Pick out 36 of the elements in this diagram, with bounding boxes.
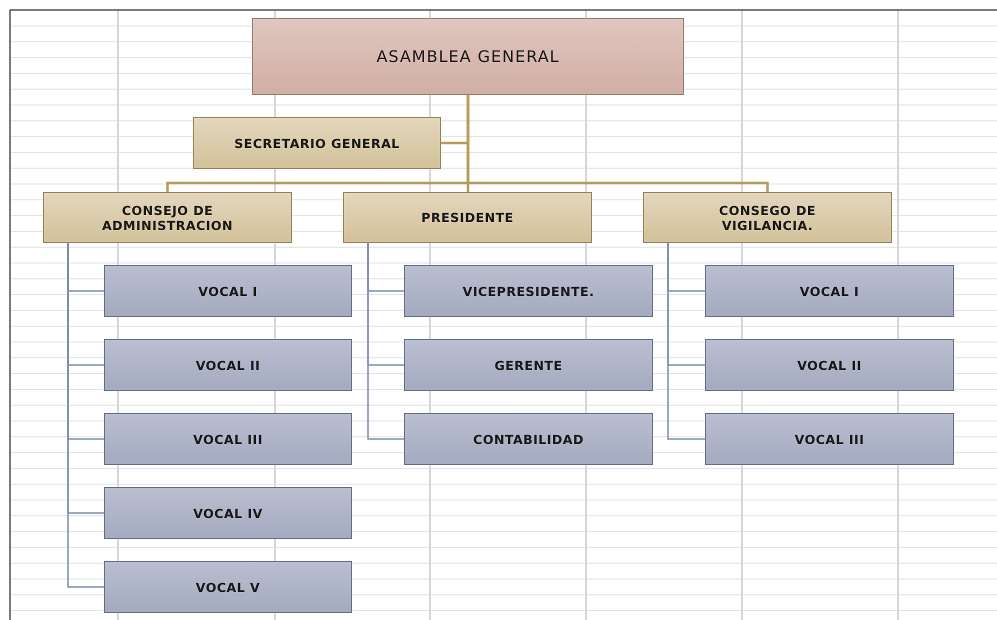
box-label: CONSEGO DE VIGILANCIA. [718,202,817,232]
box-label: VOCAL III [192,432,264,446]
position-box [104,339,352,391]
position-box [404,339,653,391]
box-label: ASAMBLEA GENERAL [375,47,561,66]
org-unit-box [643,192,892,243]
position-box [705,265,954,317]
box-label: CONSEJO DE ADMINISTRACION [101,202,234,232]
org-unit-box [193,117,441,169]
position-box [104,413,352,465]
connector-line [67,243,104,588]
org-unit-box [343,192,592,243]
connector-line [367,243,404,440]
assembly-box [252,18,684,95]
position-box [705,413,954,465]
box-label: CONTABILIDAD [472,432,585,446]
position-box [404,265,653,317]
box-label: VOCAL II [194,358,262,372]
box-label: VOCAL II [796,358,863,372]
box-label: VOCAL V [194,580,262,594]
position-box [104,561,352,613]
box-label: VOCAL IV [192,506,264,520]
box-label: VOCAL I [798,284,860,298]
connector-line [466,95,769,192]
position-box [705,339,954,391]
box-label: VOCAL I [197,284,259,298]
box-label: SECRETARIO GENERAL [233,136,401,150]
box-label: VICEPRESIDENTE. [462,284,596,298]
box-label: VOCAL III [794,432,866,446]
connector-line [667,243,705,440]
org-unit-box [43,192,292,243]
position-box [404,413,653,465]
position-box [104,487,352,539]
position-box [104,265,352,317]
box-label: PRESIDENTE [420,210,515,225]
box-label: GERENTE [494,358,564,372]
